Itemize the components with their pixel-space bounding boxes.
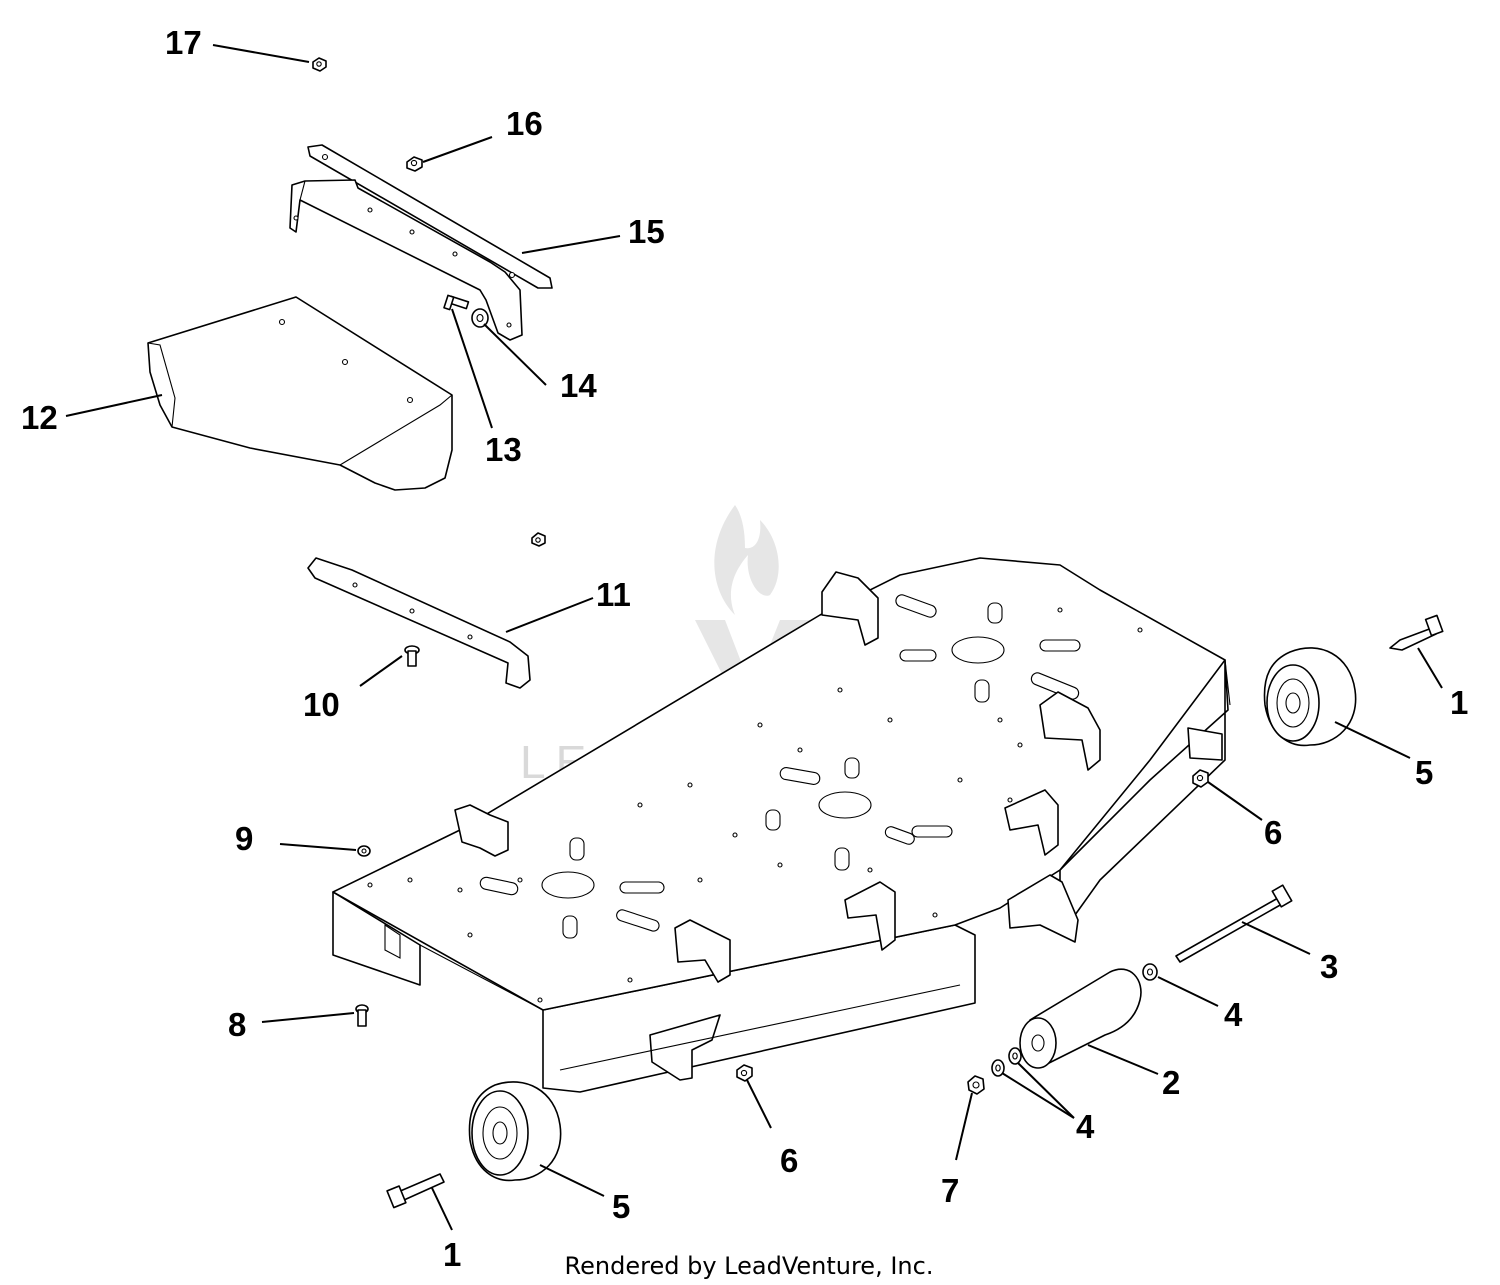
callout-6-left: 6: [780, 1142, 798, 1179]
rendered-by-footer: Rendered by LeadVenture, Inc.: [565, 1252, 934, 1280]
part-nut-7: [967, 1075, 985, 1095]
leader-lines: [65, 44, 1443, 1231]
callout-5-left: 5: [612, 1188, 630, 1225]
callout-14: 14: [560, 367, 597, 404]
callout-13: 13: [485, 431, 522, 468]
callout-8: 8: [228, 1006, 246, 1043]
callout-2: 2: [1162, 1064, 1180, 1101]
part-bolt-3: [1175, 884, 1293, 963]
callout-6-right: 6: [1264, 814, 1282, 851]
part-bolt-8: [355, 1004, 369, 1027]
callout-1-right: 1: [1450, 684, 1468, 721]
callout-17: 17: [165, 24, 202, 61]
part-nut-9: [357, 845, 371, 857]
callout-10: 10: [303, 686, 340, 723]
callout-4-lower: 4: [1076, 1108, 1095, 1145]
callout-11: 11: [596, 576, 631, 613]
part-washers-4: [991, 963, 1158, 1077]
callout-9: 9: [235, 820, 253, 857]
callout-7: 7: [941, 1172, 959, 1209]
part-nut-17: [312, 57, 327, 72]
part-wheel-left-5: [468, 1081, 562, 1182]
part-bolt-left-1: [386, 1173, 445, 1209]
part-bolt-13: [443, 294, 470, 311]
callout-4-upper: 4: [1224, 996, 1243, 1033]
part-roller-2: [1019, 968, 1142, 1069]
callout-15: 15: [628, 213, 665, 250]
part-bolt-10: [404, 645, 420, 667]
part-wheel-right-5: [1263, 647, 1357, 747]
part-nut-loose: [531, 532, 546, 547]
callout-5-right: 5: [1415, 754, 1433, 791]
part-deflector-12: [147, 296, 453, 491]
callout-12: 12: [21, 399, 58, 436]
mower-deck: [332, 557, 1231, 1093]
callout-1-left: 1: [443, 1236, 461, 1273]
part-washer-14: [471, 308, 489, 328]
callout-labels: 1 1 2 3 4 4 5 5 6 6 7 8 9 10 11 12 13 14…: [21, 24, 1468, 1273]
callout-3: 3: [1320, 948, 1338, 985]
part-nut-6-left: [736, 1064, 753, 1082]
part-bracket-15: [289, 144, 553, 341]
part-bracket-11: [307, 557, 531, 689]
callout-16: 16: [506, 105, 543, 142]
part-bolt-right-1: [1389, 614, 1444, 651]
part-nut-16: [406, 156, 423, 172]
flame-logo-icon: [714, 505, 779, 615]
